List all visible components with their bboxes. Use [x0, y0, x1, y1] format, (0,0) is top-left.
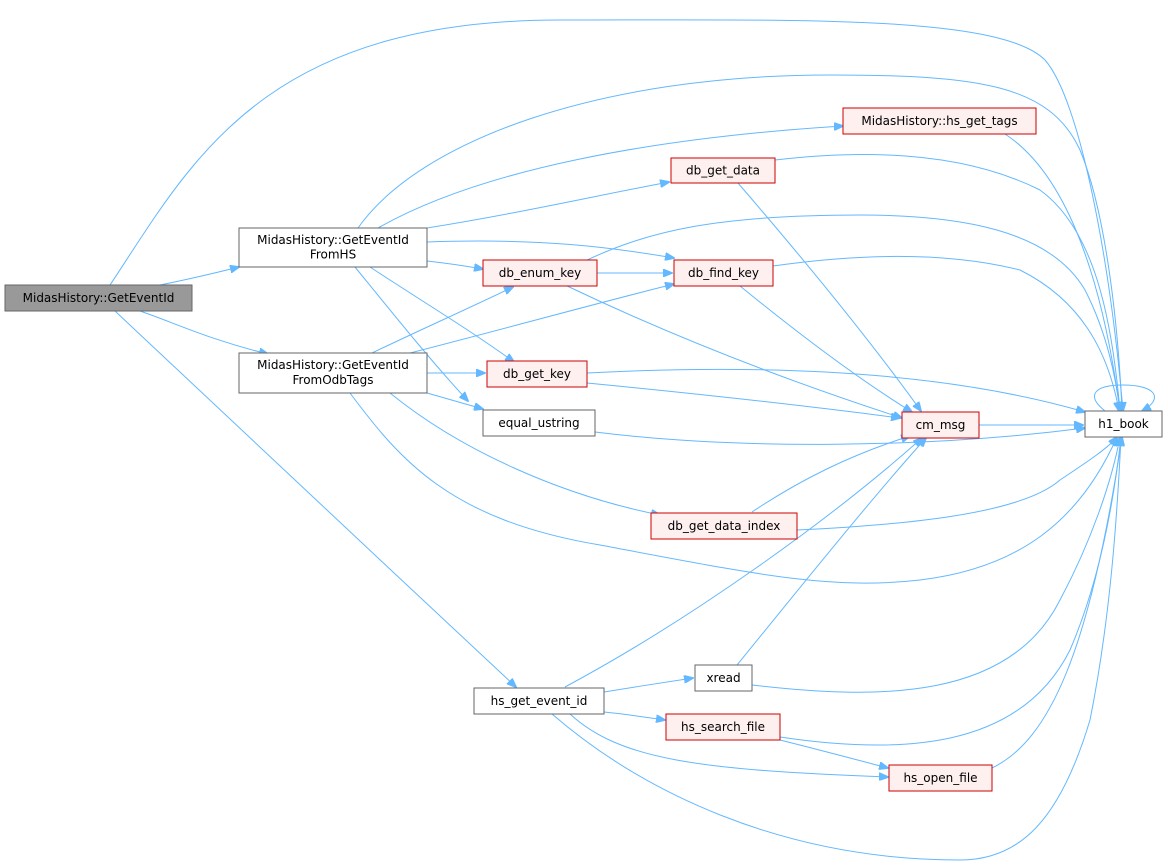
node-h1-book[interactable]: h1_book [1084, 410, 1163, 438]
node-hs-search-file-label: hs_search_file [681, 720, 765, 734]
edge-dbgetdataindex-cmmsg [751, 436, 910, 513]
node-db-find-key[interactable]: db_find_key [673, 259, 774, 287]
edge-xread-h1book [751, 437, 1120, 693]
node-db-get-data-label: db_get_data [686, 164, 760, 178]
edge-h1book-self [1094, 384, 1155, 411]
edge-fromhs-dbenumkey [426, 260, 483, 269]
node-hs-get-tags[interactable]: MidasHistory::hs_get_tags [842, 107, 1037, 135]
node-geteventid-fromhs-label-1: MidasHistory::GetEventId [257, 233, 409, 247]
edge-hsgeteventid-cmmsg [564, 438, 922, 688]
node-hs-search-file[interactable]: hs_search_file [665, 713, 781, 741]
edges [109, 19, 1155, 861]
node-getevent-id-label: MidasHistory::GetEventId [23, 291, 175, 305]
edge-hsgeteventid-hssearchfile [603, 711, 665, 720]
node-geteventid-fromhs[interactable]: MidasHistory::GetEventId FromHS [238, 227, 428, 268]
node-db-get-data-index-label: db_get_data_index [668, 519, 781, 533]
node-db-get-data-index[interactable]: db_get_data_index [650, 512, 798, 540]
edge-dbgetdata-h1book [774, 153, 1120, 411]
edge-fromodb-h1book [349, 392, 1117, 584]
edge-geteventid-hsgeteventid [114, 310, 516, 687]
node-getevent-id[interactable]: MidasHistory::GetEventId [4, 284, 193, 312]
edge-fromodb-equalustring [426, 392, 483, 409]
edge-dbgetkey-h1book [586, 368, 1085, 412]
node-cm-msg-label: cm_msg [916, 418, 966, 432]
edge-dbfindkey-cmmsg [739, 285, 912, 412]
node-db-enum-key[interactable]: db_enum_key [482, 259, 598, 287]
node-equal-ustring-label: equal_ustring [498, 416, 579, 430]
node-xread[interactable]: xread [694, 664, 753, 692]
nodes: MidasHistory::GetEventId MidasHistory::G… [4, 107, 1163, 792]
edge-fromodb-dbgetdataindex [389, 392, 660, 515]
node-db-get-key-label: db_get_key [503, 367, 571, 381]
edge-fromodb-dbfindkey [409, 284, 674, 354]
edge-fromhs-dbfindkey [426, 240, 674, 258]
edge-hsgeteventid-hsopenfile [569, 713, 888, 777]
edge-hsopenfile-h1book [991, 437, 1122, 769]
node-db-get-data[interactable]: db_get_data [670, 157, 776, 184]
edge-equalustring-h1book [594, 428, 1085, 445]
edge-geteventid-fromodb [139, 310, 268, 354]
node-db-enum-key-label: db_enum_key [499, 266, 582, 280]
edge-hsgeteventid-h1book [551, 437, 1121, 861]
edge-hssearchfile-hsopenfile [779, 739, 888, 768]
node-xread-label: xread [706, 671, 740, 685]
node-geteventid-fromodbtags-label-2: FromOdbTags [293, 373, 374, 387]
edge-hssearchfile-h1book [779, 437, 1121, 746]
edge-hsgettags-h1book [1004, 133, 1120, 411]
edge-xread-cmmsg [736, 438, 926, 666]
node-equal-ustring[interactable]: equal_ustring [482, 409, 596, 437]
node-cm-msg[interactable]: cm_msg [901, 411, 980, 439]
edge-dbgetdataindex-h1book [796, 437, 1117, 531]
edge-fromodb-dbenumkey [371, 287, 513, 354]
node-h1-book-label: h1_book [1098, 417, 1149, 431]
node-db-get-key[interactable]: db_get_key [486, 360, 588, 388]
edge-fromhs-dbgetdata [426, 182, 669, 229]
edge-dbenumkey-h1book [584, 214, 1120, 411]
edge-fromhs-hsgettags [377, 126, 843, 229]
edge-hsgeteventid-xread [603, 678, 693, 693]
node-hs-open-file-label: hs_open_file [903, 771, 977, 785]
edge-fromhs-h1book [357, 74, 1122, 411]
node-hs-get-event-id-label: hs_get_event_id [491, 694, 588, 708]
edge-geteventid-fromhs [159, 267, 239, 286]
node-geteventid-fromhs-label-2: FromHS [310, 248, 356, 262]
node-hs-get-event-id[interactable]: hs_get_event_id [473, 687, 605, 715]
node-db-find-key-label: db_find_key [688, 266, 759, 280]
node-geteventid-fromodbtags-label-1: MidasHistory::GetEventId [257, 358, 409, 372]
edge-dbfindkey-h1book [772, 255, 1119, 411]
edge-dbgetdata-cmmsg [737, 182, 921, 411]
edge-dbgetkey-cmmsg [586, 382, 900, 418]
node-hs-open-file[interactable]: hs_open_file [888, 764, 993, 792]
edge-dbenumkey-cmmsg [564, 284, 902, 418]
node-geteventid-fromodbtags[interactable]: MidasHistory::GetEventId FromOdbTags [238, 352, 428, 394]
edge-fromhs-dbgetkey [369, 266, 514, 362]
node-hs-get-tags-label: MidasHistory::hs_get_tags [861, 114, 1017, 128]
